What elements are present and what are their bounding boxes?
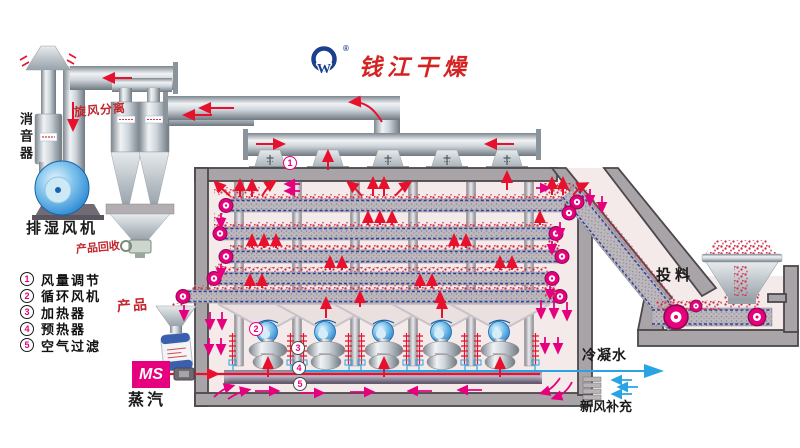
steam-label: 蒸汽 xyxy=(128,392,167,409)
falling-product xyxy=(545,285,557,297)
legend-label: 预热器 xyxy=(41,322,87,337)
legend-num: 5 xyxy=(20,338,34,352)
rotary-valve xyxy=(120,239,152,258)
legend-num: 1 xyxy=(20,272,34,286)
brand-name: 钱江干燥 xyxy=(358,55,471,80)
legend-item: 2 循环风机 xyxy=(20,288,101,304)
legend-label: 空气过滤 xyxy=(41,338,102,354)
legend-label: 循环风机 xyxy=(41,289,102,304)
belt-layer xyxy=(212,222,564,241)
legend-item: 1 风量调节 xyxy=(20,271,102,288)
product-label: 产品 xyxy=(116,297,150,316)
magenta-flow-arrows xyxy=(178,178,608,401)
steam-line xyxy=(170,367,540,381)
legend-num: 4 xyxy=(20,321,34,336)
exhaust-duct-system xyxy=(163,92,541,173)
falling-product xyxy=(214,213,225,228)
dust xyxy=(214,187,260,195)
exhaust-fan xyxy=(32,160,104,220)
belt-layer xyxy=(218,245,570,264)
red-flow-arrows xyxy=(67,72,590,380)
falling-product xyxy=(548,240,560,253)
muffler-stack xyxy=(19,45,77,174)
callout-heater: 3 xyxy=(291,341,305,355)
fresh-air-louver xyxy=(582,376,602,400)
callout-preheater: 4 xyxy=(292,361,306,375)
legend-num: 3 xyxy=(20,305,34,319)
steam-supply-box: MS xyxy=(132,361,170,388)
registered-mark: ® xyxy=(343,44,349,53)
belt-layers xyxy=(172,183,580,314)
belt-layer xyxy=(218,194,580,213)
brand-logo: W ® 钱江干燥 xyxy=(308,44,471,82)
legend-item: 4 预热器 xyxy=(20,321,101,337)
exhaust-fan-label: 排湿风机 xyxy=(26,221,99,237)
condensate-line xyxy=(300,364,664,378)
callout-air-filter: 5 xyxy=(293,377,307,391)
callout-circulation-fan: 2 xyxy=(249,322,263,336)
fresh-air-label: 新风补充 xyxy=(580,399,633,414)
legend-label: 加热器 xyxy=(41,305,87,321)
belt-layer xyxy=(206,267,560,286)
fresh-air-arrows xyxy=(610,374,638,400)
legend-item: 5 空气过滤 xyxy=(20,337,102,354)
legend: 1 风量调节 2 循环风机 3 加热器 4 预热器 5 空气过滤 xyxy=(20,271,101,354)
legend-label: 风量调节 xyxy=(41,272,102,288)
belt-layer xyxy=(175,285,568,304)
feed-label: 投料 xyxy=(656,268,695,284)
condensate-label: 冷凝水 xyxy=(582,349,627,364)
svg-text:W: W xyxy=(317,62,331,77)
brand-logo-icon: W xyxy=(311,46,337,78)
legend-item: 3 加热器 xyxy=(20,304,101,321)
callout-damper: 1 xyxy=(283,156,297,170)
legend-num: 2 xyxy=(20,288,34,303)
muffler-label: 消音器 xyxy=(18,112,33,163)
feed-hopper xyxy=(701,240,783,304)
